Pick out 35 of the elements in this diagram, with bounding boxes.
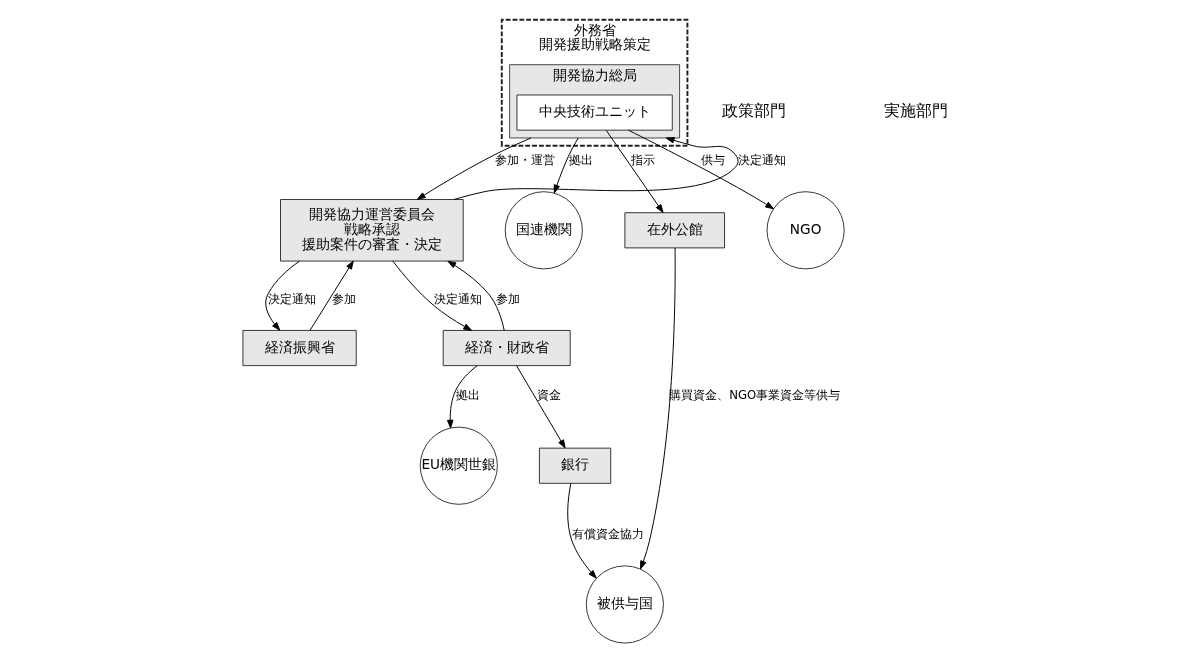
edge-label: 決定通知 [434,291,483,306]
arrow [640,247,676,570]
node-box: 開発協力運営委員会 戦略承認 援助案件の審査・決定 [280,199,464,262]
edge-label: 供与 [701,152,726,167]
node-box: 在外公館 [624,212,726,249]
arrow [567,483,597,579]
edge-label: 購買資金、NGO事業資金等供与 [669,388,841,403]
arrow [516,365,566,449]
arrow [447,365,478,429]
arrow [309,260,354,331]
arrow [447,260,505,331]
node-box: 経済振興省 [242,329,357,367]
edge-label: 指示 [630,152,655,167]
arrow [265,260,301,331]
arrow [627,129,774,210]
arrow [392,260,473,331]
edge-label: 参加 [332,291,357,306]
label: 政策部門 [721,101,786,121]
arrow [416,137,532,200]
edge-label: 拠出 [456,388,481,403]
arrow [605,129,664,213]
label: 実施部門 [884,101,949,121]
edge-label: 決定通知 [738,152,787,167]
edge-label: 資金 [537,388,562,403]
node-box: 中央技術ユニット [516,94,673,131]
edge-label: 拠出 [569,152,594,167]
node-circle: 国連機関 [504,191,583,270]
edge-label: 有償資金協力 [571,527,644,542]
node-box: 経済・財政省 [442,329,571,367]
node-circle: EU機関世銀 [419,426,498,505]
edge-label: 参加・運営 [494,152,555,167]
edge-label: 参加 [496,291,521,306]
arrow [453,137,739,200]
node-box: 銀行 [538,447,612,484]
edge-label: 決定通知 [268,291,317,306]
